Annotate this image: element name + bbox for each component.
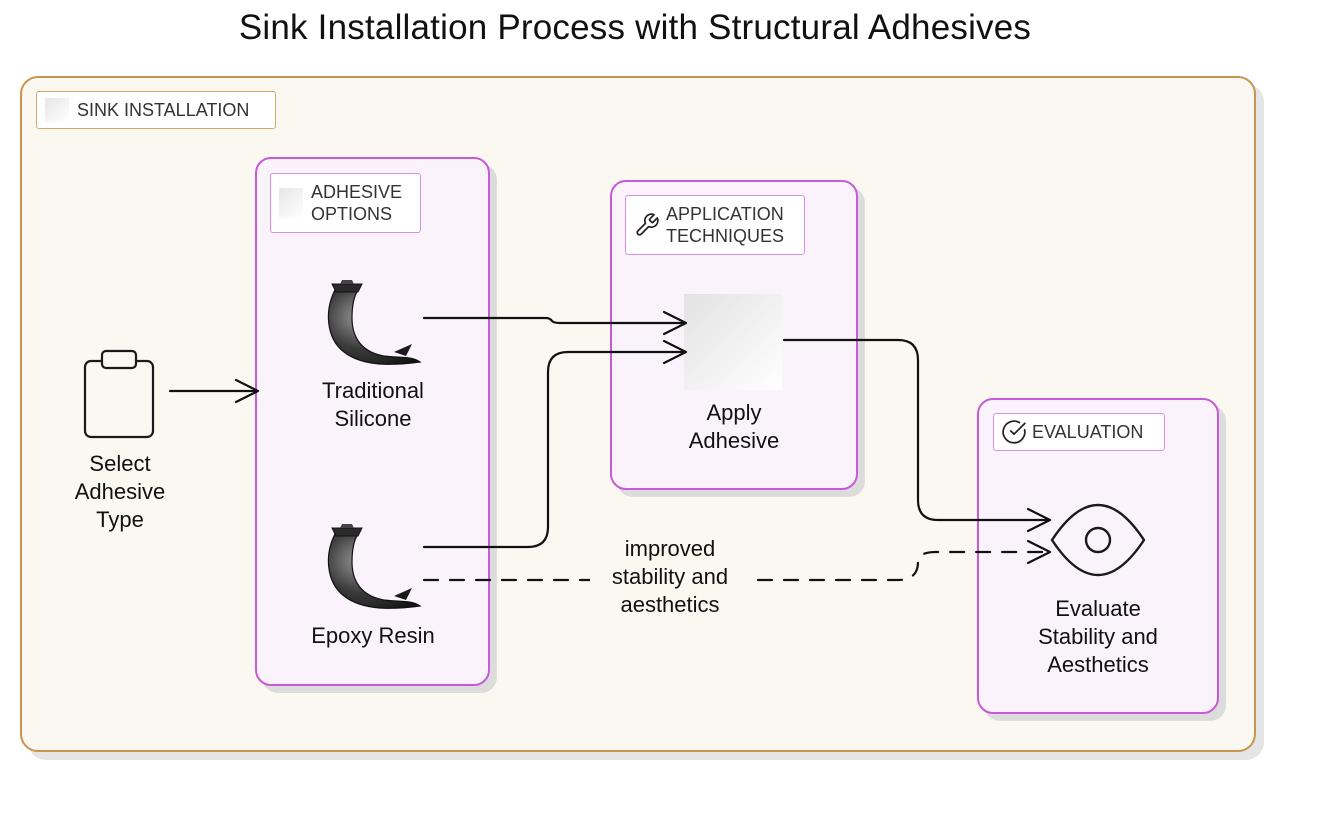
eye-icon (1050, 503, 1146, 577)
select-adhesive-line2: Adhesive (74, 479, 166, 504)
dashed-edge-label-line3: aesthetics (620, 592, 720, 617)
traditional-silicone-line1: Traditional (322, 378, 424, 403)
application-techniques-tag: APPLICATION TECHNIQUES (625, 195, 805, 255)
dashed-edge-label-line1: improved (624, 536, 716, 561)
horn-icon (327, 524, 422, 609)
edge-epoxy-to-apply (422, 350, 686, 549)
diagram-title: Sink Installation Process with Structura… (238, 8, 1032, 47)
select-adhesive-line3: Type (96, 507, 144, 532)
edge-silicone-to-apply (422, 316, 686, 325)
placeholder-icon (279, 188, 303, 218)
wrench-icon (634, 212, 660, 238)
adhesive-options-label-line1: ADHESIVE (311, 182, 403, 202)
edge-dashed-improved (422, 550, 1050, 582)
dashed-edge-label: improved stability and aesthetics (590, 535, 750, 619)
epoxy-resin-line1: Epoxy Resin (311, 623, 435, 648)
sink-installation-tag: SINK INSTALLATION (36, 91, 276, 129)
evaluate-line3: Aesthetics (1047, 652, 1149, 677)
edge-apply-to-evaluate (782, 338, 1050, 522)
traditional-silicone-line2: Silicone (334, 406, 412, 431)
sink-installation-label: SINK INSTALLATION (77, 99, 250, 120)
adhesive-options-label-line2: OPTIONS (311, 204, 393, 224)
select-adhesive-label: Select Adhesive Type (48, 450, 192, 534)
clipboard-icon (83, 349, 155, 439)
placeholder-icon (45, 98, 69, 122)
select-adhesive-line1: Select (89, 451, 151, 476)
apply-adhesive-line2: Adhesive (688, 428, 780, 453)
apply-adhesive-line1: Apply (706, 400, 762, 425)
horn-icon (327, 280, 422, 365)
apply-adhesive-label: Apply Adhesive (654, 399, 814, 455)
evaluate-line2: Stability and (1038, 624, 1158, 649)
placeholder-icon (684, 294, 782, 390)
application-techniques-label-line1: APPLICATION (666, 204, 784, 224)
application-techniques-label-line2: TECHNIQUES (666, 226, 785, 246)
evaluate-label: Evaluate Stability and Aesthetics (1013, 595, 1183, 679)
evaluation-label: EVALUATION (1032, 421, 1144, 442)
evaluation-tag: EVALUATION (993, 413, 1165, 451)
evaluate-line1: Evaluate (1055, 596, 1141, 621)
dashed-edge-label-line2: stability and (611, 564, 729, 589)
traditional-silicone-label: Traditional Silicone (290, 377, 456, 433)
check-circle-icon (1001, 419, 1027, 445)
epoxy-resin-label: Epoxy Resin (280, 622, 466, 650)
adhesive-options-tag: ADHESIVE OPTIONS (270, 173, 421, 233)
